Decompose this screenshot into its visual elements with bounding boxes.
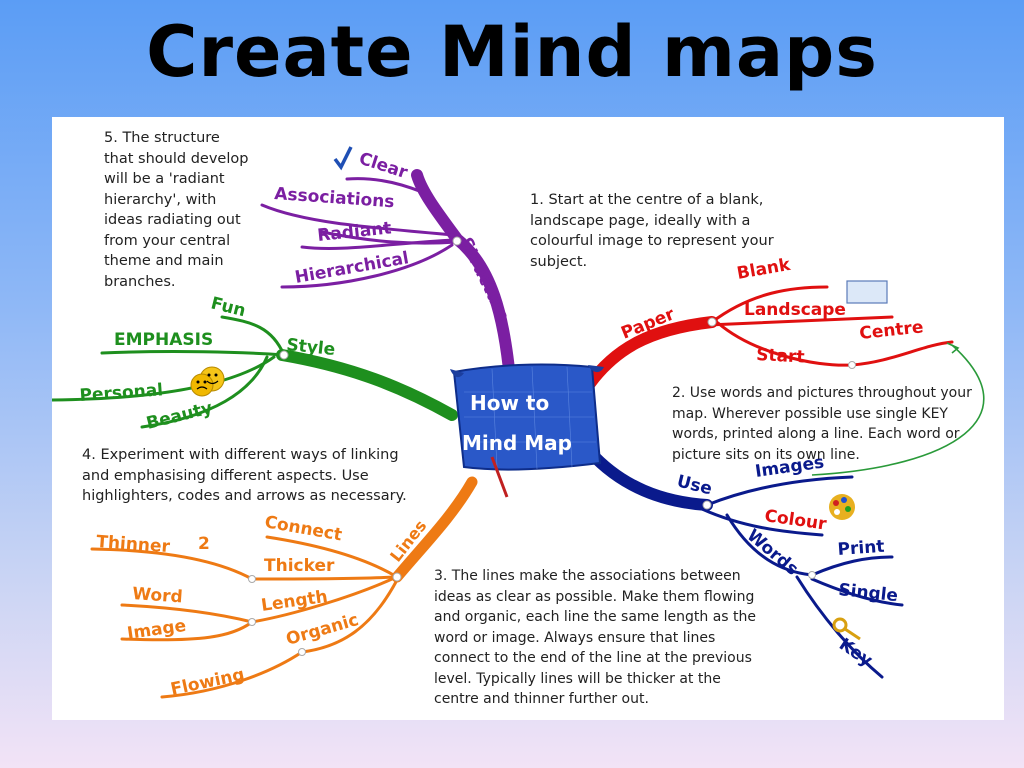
use-label: Use [675, 471, 714, 499]
words-child-single: Single [837, 580, 898, 606]
lines-main-line [391, 476, 478, 583]
note-3-line: level. Typically lines will be thicker a… [434, 670, 721, 687]
note-1-line: 1. Start at the centre of a blank, [530, 192, 764, 208]
note-4-line: and emphasising different aspects. Use [82, 467, 369, 484]
note-5-line: theme and main [104, 253, 224, 269]
pencil-icon [490, 456, 509, 498]
note-5-line: that should develop [104, 150, 249, 167]
structure-line-clear [320, 230, 459, 245]
emoji-faces-icon [190, 366, 225, 397]
palette-icon [829, 494, 855, 520]
style-child-emphasis: EMPHASIS [114, 330, 213, 350]
note-5-line: hierarchy', with [104, 191, 217, 208]
lines-child-connect: Connect [263, 512, 343, 545]
lines-sub-word: Word [132, 584, 184, 607]
note-3-line: ideas as clear as possible. Make them fl… [434, 588, 755, 605]
note-2-line: 2. Use words and pictures throughout you… [672, 385, 972, 401]
note-3-line: connect to the end of the line at the pr… [434, 650, 752, 666]
structure-child-associations: Associations [274, 184, 395, 212]
structure-line-associations [260, 203, 455, 237]
node-dots [248, 236, 856, 656]
key-icon [832, 617, 861, 641]
note-5-line: will be a 'radiant [104, 171, 225, 187]
central-image: How to Mind Map [450, 363, 604, 498]
structure-branch [260, 169, 516, 385]
note-2: 2. Use words and pictures throughout you… [672, 383, 972, 465]
use-branch [584, 446, 904, 679]
note-2-line: picture sits on its own line. [672, 446, 860, 463]
style-main-line [276, 349, 458, 421]
slide-title: Create Mind maps [146, 11, 878, 93]
note-5-line: 5. The structure [104, 130, 220, 146]
lines-child-thicker: Thicker [264, 556, 335, 576]
lines-sub-flowing: Flowing [169, 665, 246, 700]
structure-line-top [345, 177, 424, 194]
note-1-line: subject. [530, 253, 588, 270]
note-2-line: words, printed along a line. Each word o… [672, 426, 960, 442]
lines-branch [90, 476, 478, 699]
note-4-line: 4. Experiment with different ways of lin… [82, 447, 399, 463]
note-5-line: from your central [104, 232, 231, 249]
paper-child-start: Start [756, 345, 805, 368]
note-3-line: word or image. Always ensure that lines [434, 629, 716, 646]
landscape-page-icon [846, 280, 888, 304]
note-5-line: ideas radiating out [104, 212, 241, 228]
note-2-line: map. Wherever possible use single KEY [672, 405, 948, 422]
note-1-line: colourful image to represent your [530, 233, 774, 249]
center-title-line2: Mind Map [462, 431, 572, 455]
lines-sub-thinner: Thinner [96, 532, 171, 557]
structure-line-radiant [300, 238, 457, 250]
note-5-line: branches. [104, 273, 176, 290]
note-1-line: landscape page, ideally with a [530, 212, 751, 229]
note-1: 1. Start at the centre of a blank, lands… [530, 190, 774, 272]
note-5: 5. The structure that should develop wil… [104, 128, 248, 292]
note-3-line: centre and thinner further out. [434, 691, 649, 707]
note-3-line: and organic, each line the same length a… [434, 609, 756, 625]
arrow-link-images-centre [811, 344, 985, 476]
style-child-personal: Personal [79, 380, 164, 406]
paper-child-centre: Centre [858, 317, 924, 344]
note-4-line: highlighters, codes and arrows as necess… [82, 488, 407, 504]
paper-child-landscape: Landscape [744, 300, 846, 320]
style-child-fun: Fun [209, 293, 248, 321]
note-3: 3. The lines make the associations betwe… [434, 566, 756, 710]
note-3-line: 3. The lines make the associations betwe… [434, 568, 741, 584]
structure-main-line [411, 169, 516, 385]
lines-sub-2: 2 [198, 534, 210, 554]
center-title-line1: How to [470, 391, 549, 415]
mind-map-panel: How to Mind Map Structure Clear [52, 117, 1004, 720]
mind-map-diagram: How to Mind Map Structure Clear [52, 146, 985, 700]
note-4: 4. Experiment with different ways of lin… [82, 445, 407, 507]
style-branch [52, 315, 458, 429]
use-main-line [584, 446, 713, 511]
lines-child-organic: Organic [284, 610, 361, 650]
style-child-beauty: Beauty [144, 398, 214, 434]
arrow-head [946, 342, 960, 354]
structure-line-hierarchical [280, 243, 454, 289]
checkmark-icon [333, 146, 353, 171]
structure-label: Structure [456, 234, 514, 325]
words-child-print: Print [837, 537, 885, 560]
